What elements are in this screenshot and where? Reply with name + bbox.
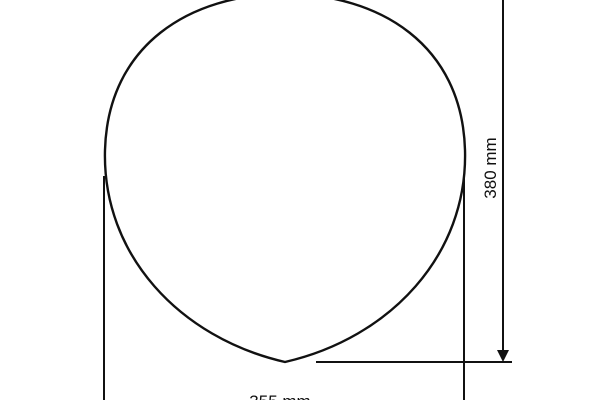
- width-label: 355 mm: [249, 392, 310, 400]
- height-arrowhead: [497, 350, 509, 362]
- height-label: 380 mm: [481, 137, 500, 198]
- oval-outline: [103, 0, 467, 364]
